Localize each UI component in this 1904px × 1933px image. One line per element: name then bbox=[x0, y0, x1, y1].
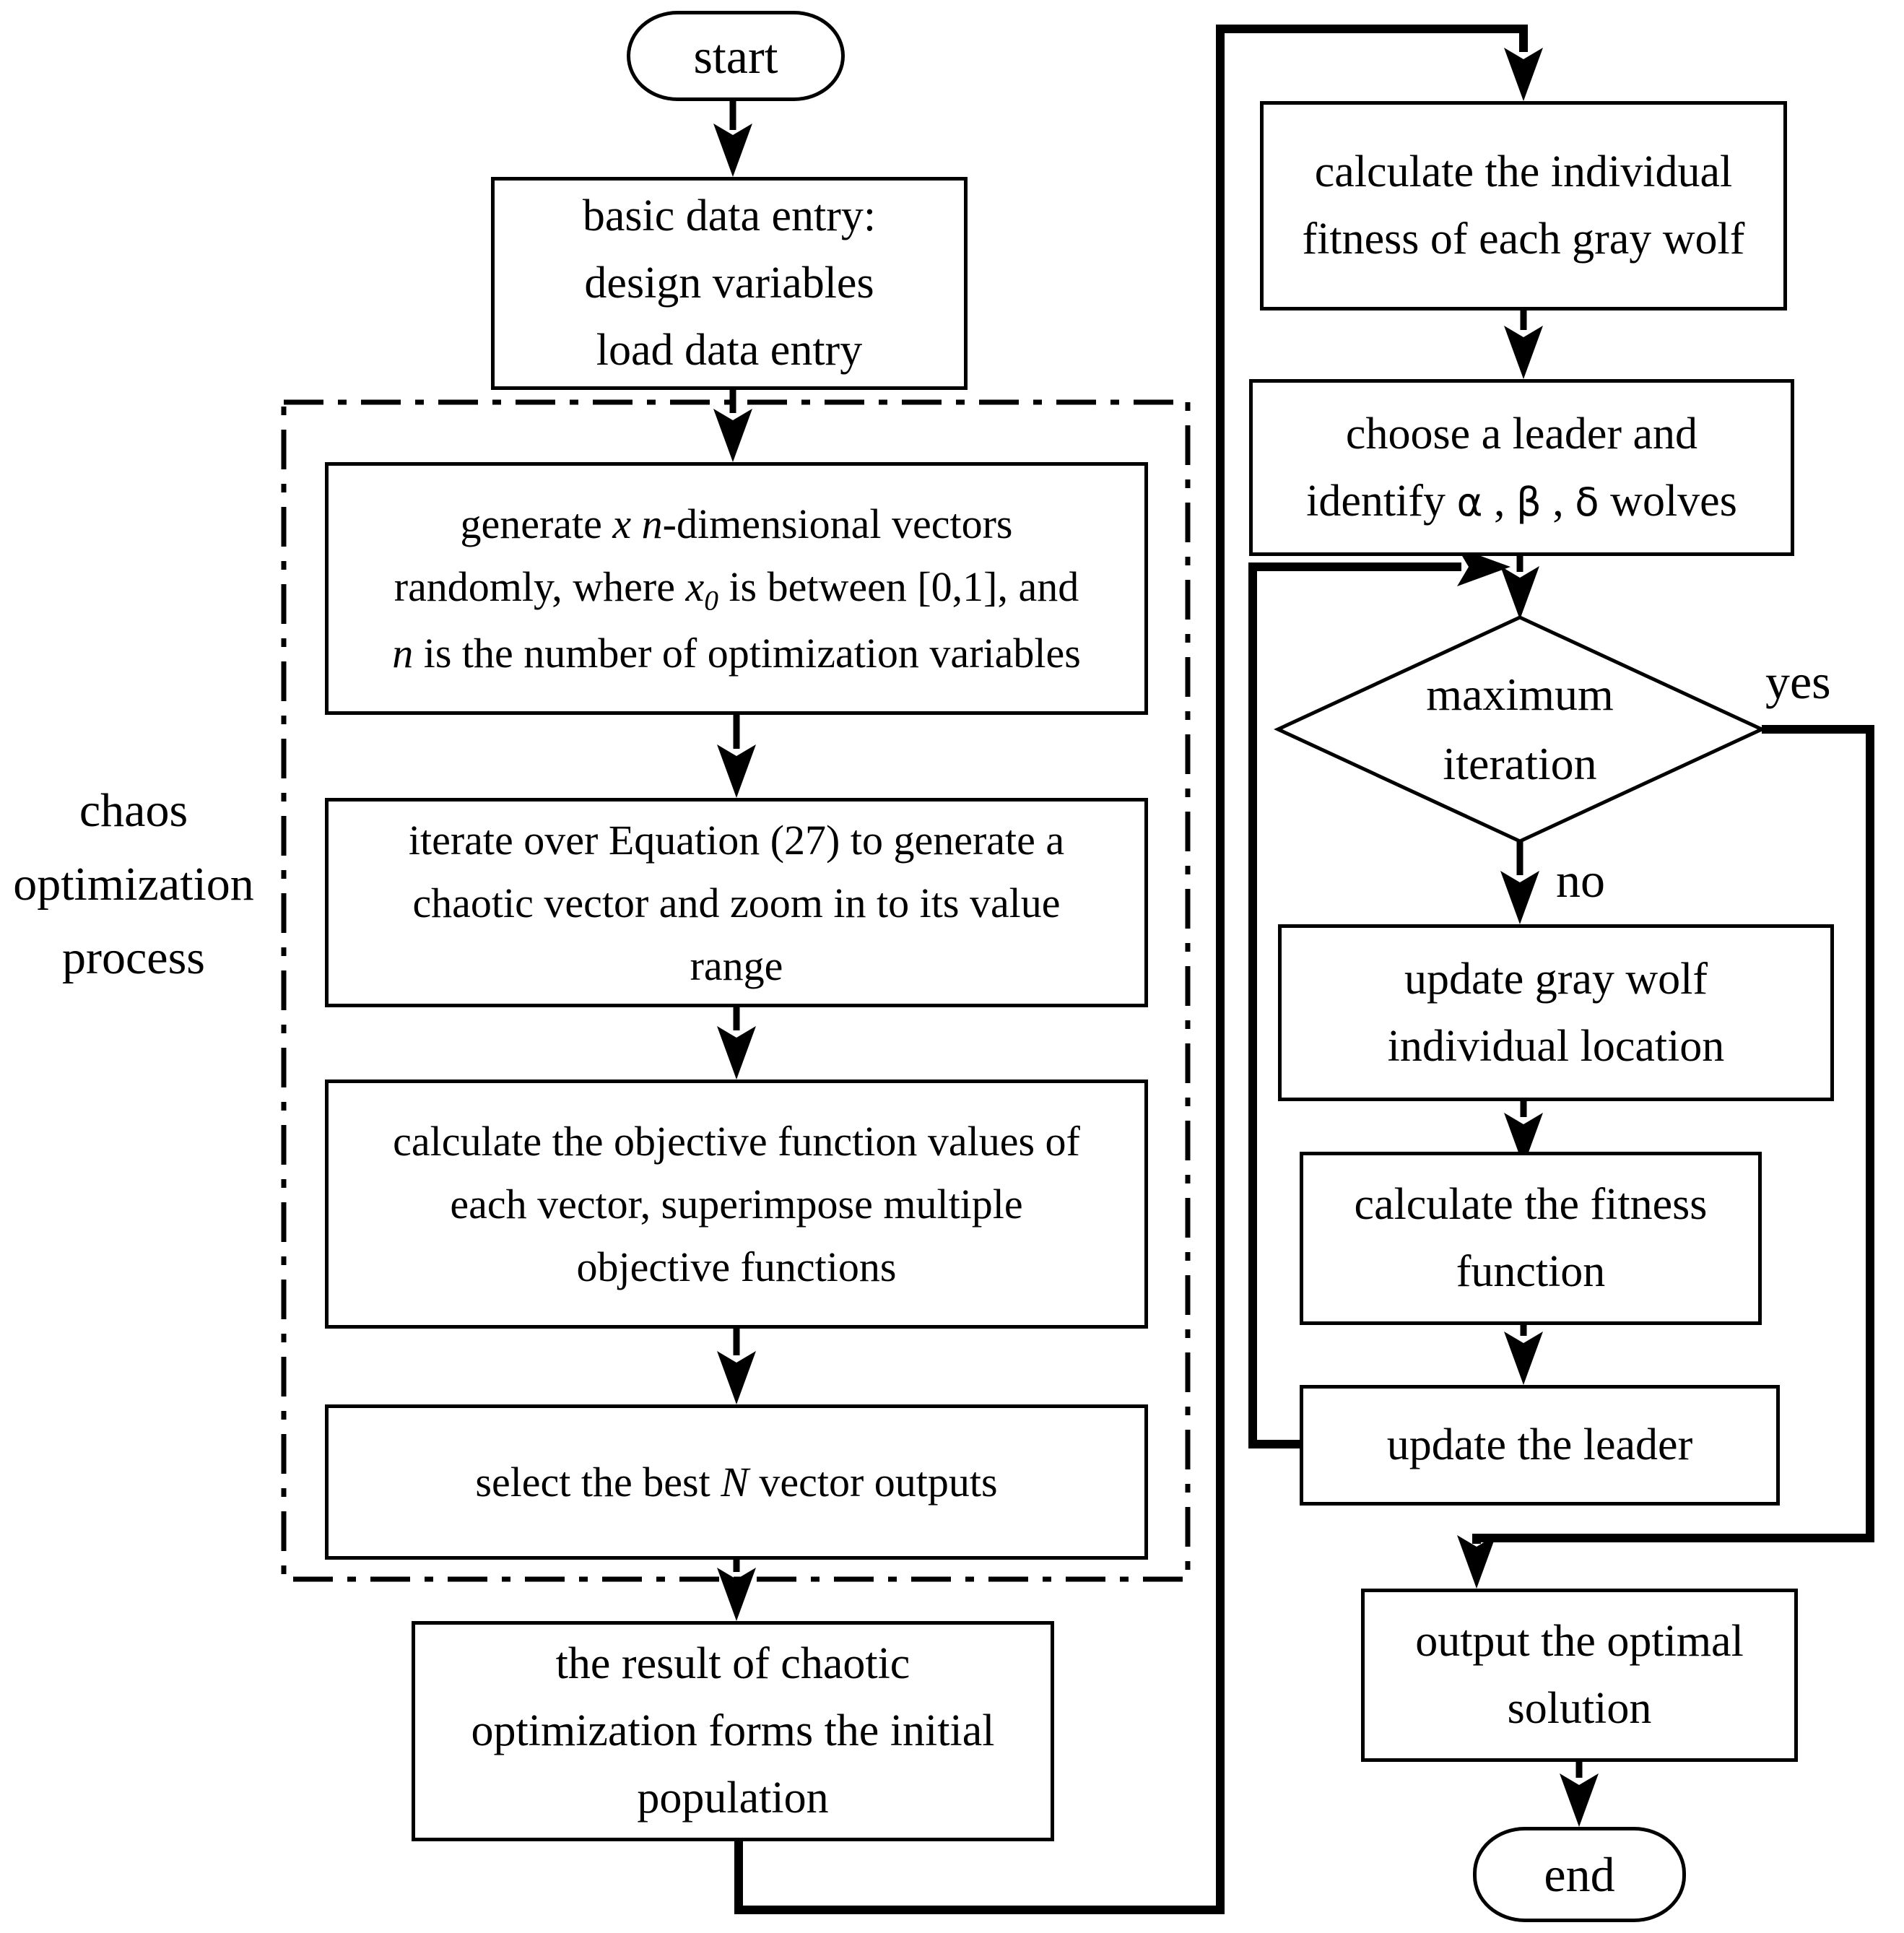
iterate-equation-step: iterate over Equation (27) to generate a… bbox=[325, 798, 1148, 1007]
update-leader-step: update the leader bbox=[1300, 1385, 1780, 1506]
start-terminal: start bbox=[627, 11, 845, 101]
no-label: no bbox=[1556, 853, 1605, 908]
objective-function-step: calculate the objective function values … bbox=[325, 1080, 1148, 1329]
yes-label: yes bbox=[1765, 654, 1831, 709]
select-best-step: select the best N vector outputs bbox=[325, 1404, 1148, 1560]
end-terminal: end bbox=[1473, 1827, 1686, 1922]
